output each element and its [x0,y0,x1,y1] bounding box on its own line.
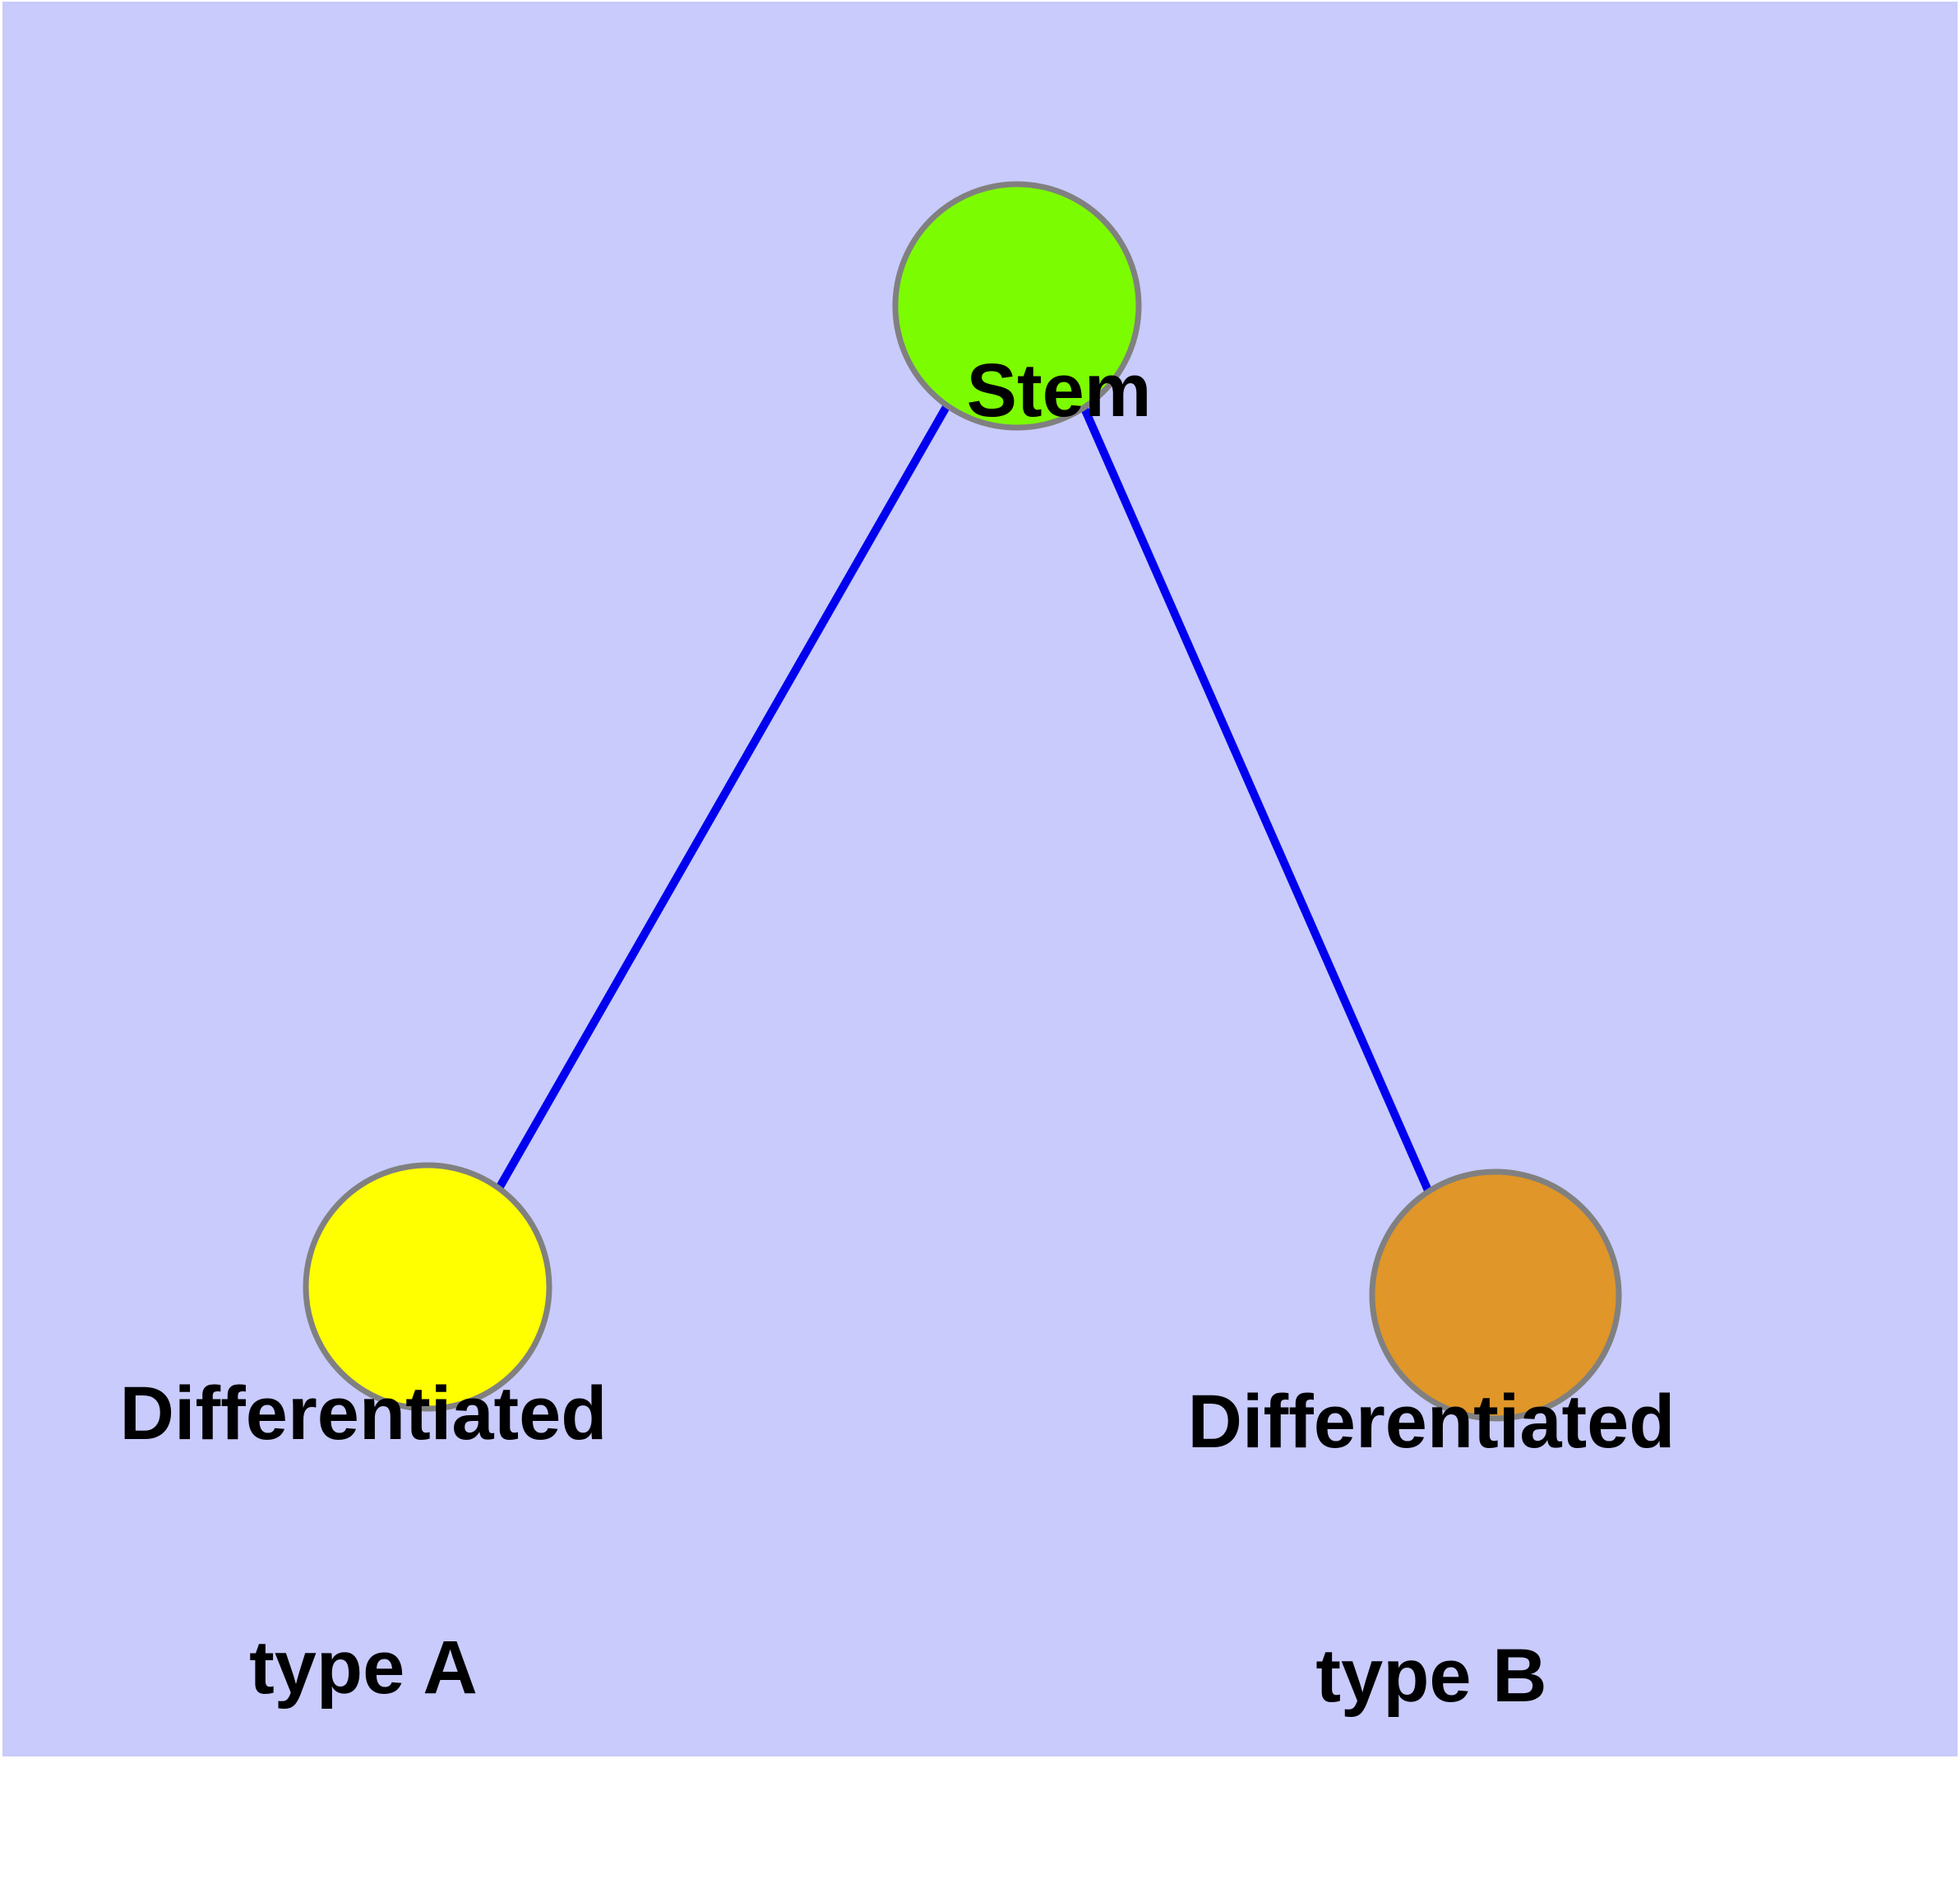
edge-stem-to-differentiated-type-a[interactable] [495,403,951,1191]
node-stem[interactable] [892,181,1142,431]
node-differentiated-type-a[interactable] [303,1162,552,1412]
edge-stem-to-differentiated-type-b[interactable] [1079,402,1433,1195]
node-layer [303,181,1622,1422]
diagram-canvas: Stem Differentiated type A Differentiate… [2,2,1958,1756]
graph-svg [2,2,1958,1756]
node-differentiated-type-b[interactable] [1369,1168,1622,1422]
edge-layer [495,402,1433,1195]
